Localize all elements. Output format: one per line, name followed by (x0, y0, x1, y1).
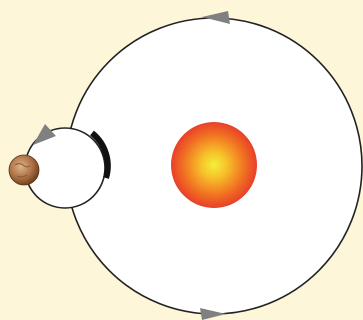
sun-icon (171, 122, 257, 208)
planet-icon (9, 155, 39, 185)
